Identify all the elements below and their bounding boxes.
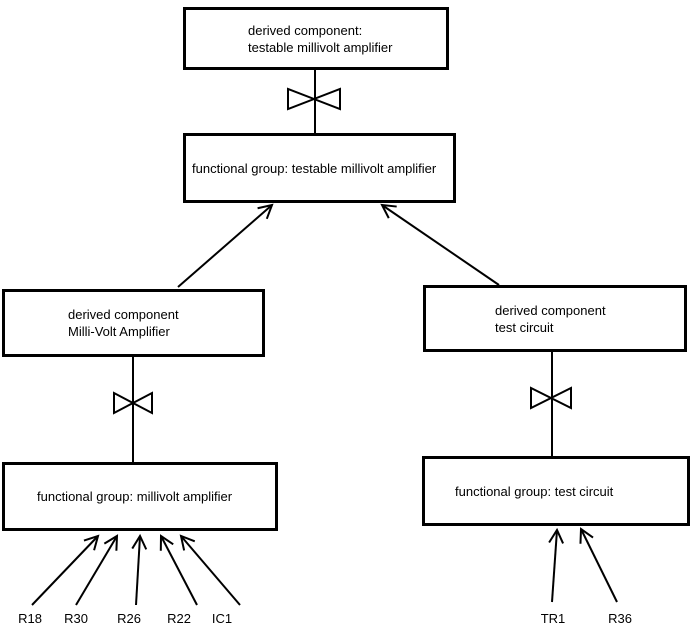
node-derived-component-milli-volt-amplifier: derived component Milli-Volt Amplifier	[2, 289, 265, 357]
component-label-ic1: IC1	[211, 611, 233, 626]
component-label-r18: R18	[18, 611, 42, 626]
component-label-r36: R36	[608, 611, 632, 626]
arrow	[177, 203, 274, 288]
component-label-r22: R22	[167, 611, 191, 626]
node-derived-component-testable-millivolt-amplifier: derived component: testable millivolt am…	[183, 7, 449, 70]
arrow	[179, 534, 241, 606]
component-label-r30: R30	[64, 611, 88, 626]
component-arrows-right	[548, 527, 618, 603]
arrow	[380, 203, 500, 286]
node-functional-group-test-circuit: functional group: test circuit	[422, 456, 690, 526]
component-arrows-left	[31, 533, 241, 606]
node-label-line: derived component	[495, 302, 606, 318]
bowtie-icon	[113, 391, 153, 415]
node-label-line: derived component	[68, 307, 179, 322]
arrow	[31, 534, 100, 606]
node-label-line: functional group: millivolt amplifier	[37, 489, 233, 504]
arrow	[579, 527, 618, 603]
node-label-line: Milli-Volt Amplifier	[68, 324, 170, 339]
component-label-r26: R26	[117, 611, 141, 626]
arrow	[131, 533, 148, 606]
arrow	[548, 527, 564, 603]
bowtie-icon	[287, 87, 341, 111]
component-label-tr1: TR1	[540, 611, 566, 626]
bowtie-icons	[113, 87, 572, 415]
node-label-line: testable millivolt amplifier	[248, 39, 393, 55]
hierarchy-arrows	[177, 203, 500, 288]
bowtie-icon	[530, 386, 572, 410]
arrow	[75, 534, 119, 606]
node-derived-component-test-circuit: derived component test circuit	[423, 285, 687, 352]
arrow	[159, 534, 198, 606]
node-functional-group-millivolt-amplifier: functional group: millivolt amplifier	[2, 462, 278, 531]
connector-lines	[132, 70, 553, 462]
node-label-line: functional group: testable millivolt amp…	[192, 160, 437, 176]
node-functional-group-testable-millivolt-amplifier: functional group: testable millivolt amp…	[183, 133, 456, 203]
node-label-line: derived component:	[248, 22, 363, 38]
node-label-line: functional group: test circuit	[455, 483, 614, 499]
node-label-line: test circuit	[495, 319, 554, 335]
